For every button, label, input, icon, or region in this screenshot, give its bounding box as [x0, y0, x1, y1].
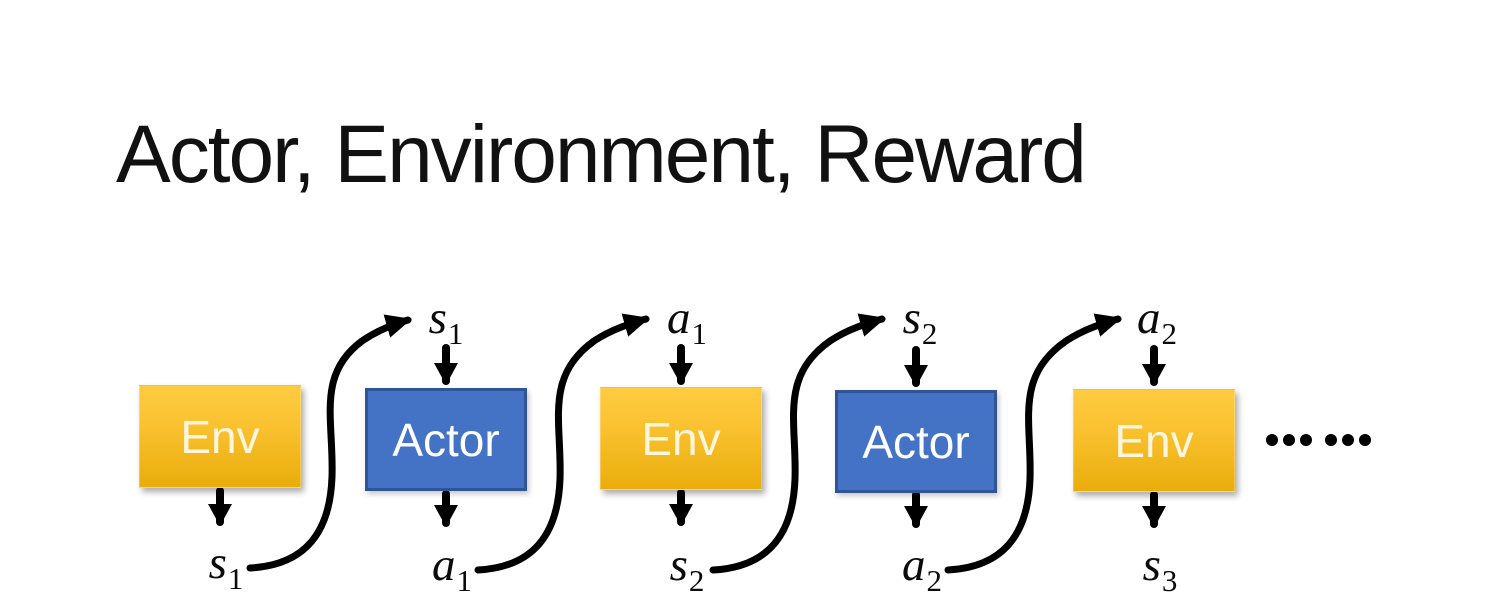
bottom-label-a2: a2: [902, 539, 942, 598]
bottom-label-s1: s1: [208, 537, 244, 596]
ellipsis-dot: [1300, 434, 1312, 446]
continuation-ellipsis: [1266, 434, 1376, 446]
ellipsis-dot: [1266, 434, 1278, 446]
env-box-1: Env: [139, 385, 301, 488]
env-box-2-label: Env: [641, 412, 721, 465]
bottom-label-s3: s3: [1142, 539, 1178, 598]
ellipsis-dot: [1283, 434, 1295, 446]
top-label-a1: a1: [667, 292, 707, 351]
bottom-label-a1: a1: [432, 539, 472, 598]
actor-box-1: Actor: [365, 388, 527, 491]
ellipsis-dot: [1359, 434, 1371, 446]
top-label-s2: s2: [902, 292, 938, 351]
actor-box-1-label: Actor: [392, 413, 500, 466]
bottom-label-s2: s2: [669, 539, 705, 598]
top-label-s1: s1: [428, 292, 464, 351]
actor-box-2: Actor: [835, 390, 997, 493]
ellipsis-dot: [1342, 434, 1354, 446]
env-box-1-label: Env: [180, 410, 260, 463]
env-box-2: Env: [600, 387, 762, 490]
ellipsis-dot: [1325, 434, 1337, 446]
env-box-3-label: Env: [1114, 414, 1194, 467]
slide-title: Actor, Environment, Reward: [116, 109, 1087, 200]
top-label-a2: a2: [1137, 292, 1177, 351]
env-box-3: Env: [1073, 389, 1235, 492]
actor-box-2-label: Actor: [862, 415, 970, 468]
